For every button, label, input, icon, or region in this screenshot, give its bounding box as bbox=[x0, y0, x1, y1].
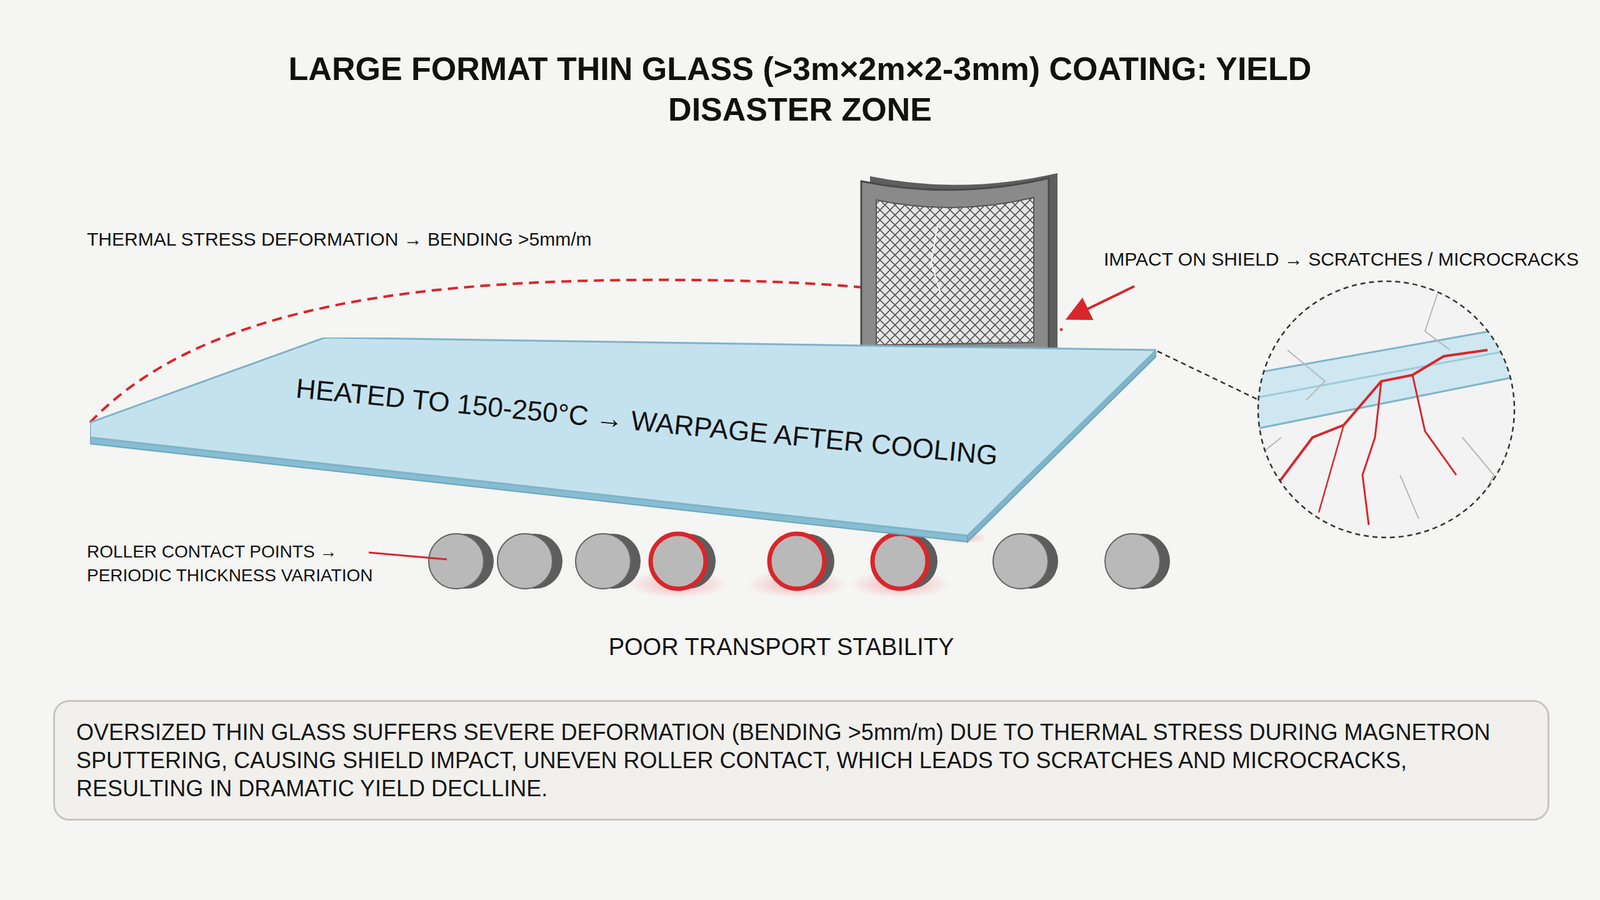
rollers bbox=[428, 531, 1170, 599]
zoom-leader bbox=[1157, 351, 1259, 400]
impact-arrow bbox=[1070, 286, 1135, 318]
shield bbox=[861, 173, 1058, 359]
title-wrap: LARGE FORMAT THIN GLASS (>3m×2m×2-3mm) C… bbox=[0, 48, 1600, 130]
glass-top bbox=[90, 337, 1157, 536]
callout-label: THERMAL STRESS DEFORMATION → BENDING >5m… bbox=[86, 228, 592, 250]
crack-detail bbox=[1243, 281, 1525, 538]
callout-label: ROLLER CONTACT POINTS → PERIODIC THICKNE… bbox=[86, 540, 422, 588]
caption-text: OVERSIZED THIN GLASS SUFFERS SEVERE DEFO… bbox=[76, 718, 1527, 803]
title: LARGE FORMAT THIN GLASS (>3m×2m×2-3mm) C… bbox=[231, 48, 1369, 130]
roller-leader bbox=[368, 552, 447, 560]
callout-label: IMPACT ON SHIELD → SCRATCHES / MICROCRAC… bbox=[1103, 248, 1579, 270]
glass-plate: HEATED TO 150-250°C → WARPAGE AFTER COOL… bbox=[90, 337, 1157, 544]
caption-box: OVERSIZED THIN GLASS SUFFERS SEVERE DEFO… bbox=[53, 700, 1550, 821]
callout-label: POOR TRANSPORT STABILITY bbox=[0, 633, 1563, 661]
